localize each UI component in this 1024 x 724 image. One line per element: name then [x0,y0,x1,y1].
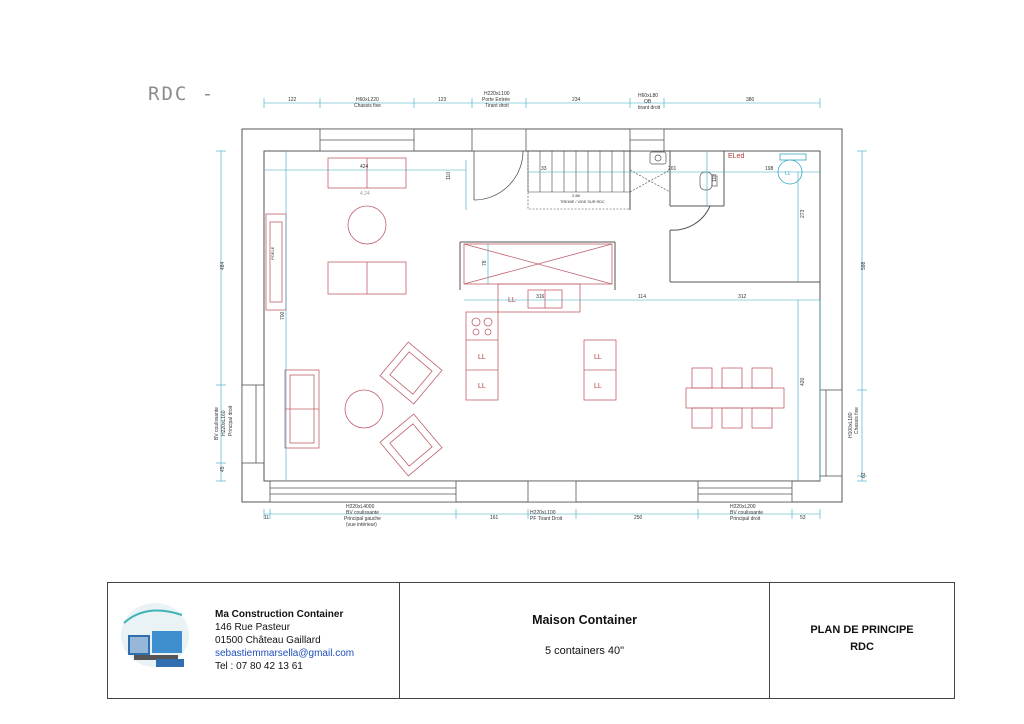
stair-note: TREMIE / VIDE SUR RDC [560,200,605,204]
svg-text:4.24: 4.24 [360,191,370,197]
svg-text:PF Tirant Droit: PF Tirant Droit [530,516,563,522]
ll-label-3: LL [478,383,486,390]
svg-text:H100xL180: H100xL180 [848,412,854,438]
staircase [527,150,671,210]
company-cell: Ma Construction Container 146 Rue Pasteu… [108,583,400,698]
poele-label: POELE [270,246,275,260]
svg-text:598: 598 [861,261,867,270]
company-phone: Tel : 07 80 42 13 61 [215,661,303,672]
plan-title: PLAN DE PRINCIPE [810,624,914,636]
ll-label-5: LL [594,383,602,390]
ll-label-4: LL [594,354,602,361]
svg-text:45: 45 [220,466,226,472]
svg-text:H60xL220: H60xL220 [356,97,379,103]
company-name: Ma Construction Container [215,609,344,620]
svg-text:62: 62 [861,472,867,478]
dimension-lines [216,98,867,519]
svg-text:H220xL160: H220xL160 [221,410,227,436]
svg-text:H220xL4000: H220xL4000 [346,504,375,510]
svg-text:110: 110 [446,172,452,180]
shower-label: LL [785,171,791,177]
eled-label: ELed [728,153,744,160]
wall-openings [241,128,843,503]
svg-text:201: 201 [668,166,677,172]
dimension-values: 122 123 234 380 11 161 250 53 484 45 598… [220,97,867,521]
plan-level: RDC [850,641,874,653]
svg-text:161: 161 [490,515,499,521]
svg-text:123: 123 [438,97,447,103]
svg-text:Chassis fixe: Chassis fixe [854,407,860,434]
svg-text:BV coulissante: BV coulissante [214,407,220,440]
svg-text:78: 78 [482,260,488,266]
svg-text:273: 273 [800,209,806,218]
svg-text:H220xL100: H220xL100 [530,510,556,516]
svg-text:H220xL200: H220xL200 [730,504,756,510]
plan-cell: PLAN DE PRINCIPE RDC [770,583,954,698]
svg-text:Principal droit: Principal droit [730,516,761,522]
svg-text:Porte Entrée: Porte Entrée [482,97,510,103]
svg-text:420: 420 [800,377,806,386]
svg-text:122: 122 [288,97,297,103]
svg-text:114: 114 [638,294,646,300]
svg-text:OB: OB [644,99,652,105]
exterior-walls [241,128,843,503]
svg-text:250: 250 [634,515,643,521]
shower [777,153,807,185]
svg-text:113: 113 [712,174,718,182]
svg-text:BV coulissante: BV coulissante [730,510,763,516]
svg-text:53: 53 [800,515,806,521]
company-logo [121,603,189,667]
svg-text:Principal droit: Principal droit [228,405,234,436]
project-subtitle: 5 containers 40" [544,645,625,657]
ll-label-2: LL [478,354,486,361]
svg-text:BV coulissante: BV coulissante [346,510,379,516]
project-title: Maison Container [532,613,637,627]
svg-text:700: 700 [280,311,286,320]
company-street: 146 Rue Pasteur [215,622,291,633]
svg-text:Chassis fixe: Chassis fixe [354,103,381,109]
svg-text:316: 316 [536,294,545,300]
svg-text:312: 312 [738,294,747,300]
svg-text:(vue intérieur): (vue intérieur) [346,522,377,528]
company-email[interactable]: sebastiemmarsella@gmail.com [215,648,355,659]
svg-text:H220xL100: H220xL100 [484,91,510,97]
svg-text:424: 424 [360,164,369,170]
title-block: Ma Construction Container 146 Rue Pasteu… [107,582,955,699]
company-city: 01500 Château Gaillard [215,635,321,646]
entrance-door [473,150,524,201]
svg-text:380: 380 [746,97,755,103]
project-cell: Maison Container 5 containers 40" [400,583,770,698]
interior-walls [459,151,820,290]
opening-labels: H60xL220 Chassis fixe H220xL100 Porte En… [214,91,860,528]
ll-label-1: LL [508,297,516,304]
svg-text:H60xL80: H60xL80 [638,93,658,99]
svg-text:484: 484 [220,261,226,270]
svg-text:11: 11 [264,515,269,521]
svg-text:198: 198 [765,166,774,172]
svg-text:Tirant droit: Tirant droit [485,103,509,109]
svg-text:Principal gauche: Principal gauche [344,516,381,522]
stair-dim: 2.88 [572,193,581,198]
level-label: RDC - [148,83,215,105]
svg-text:234: 234 [572,97,581,103]
svg-text:33: 33 [541,166,547,172]
svg-text:tirant droit: tirant droit [638,105,661,111]
company-address: Ma Construction Container 146 Rue Pasteu… [215,608,354,673]
